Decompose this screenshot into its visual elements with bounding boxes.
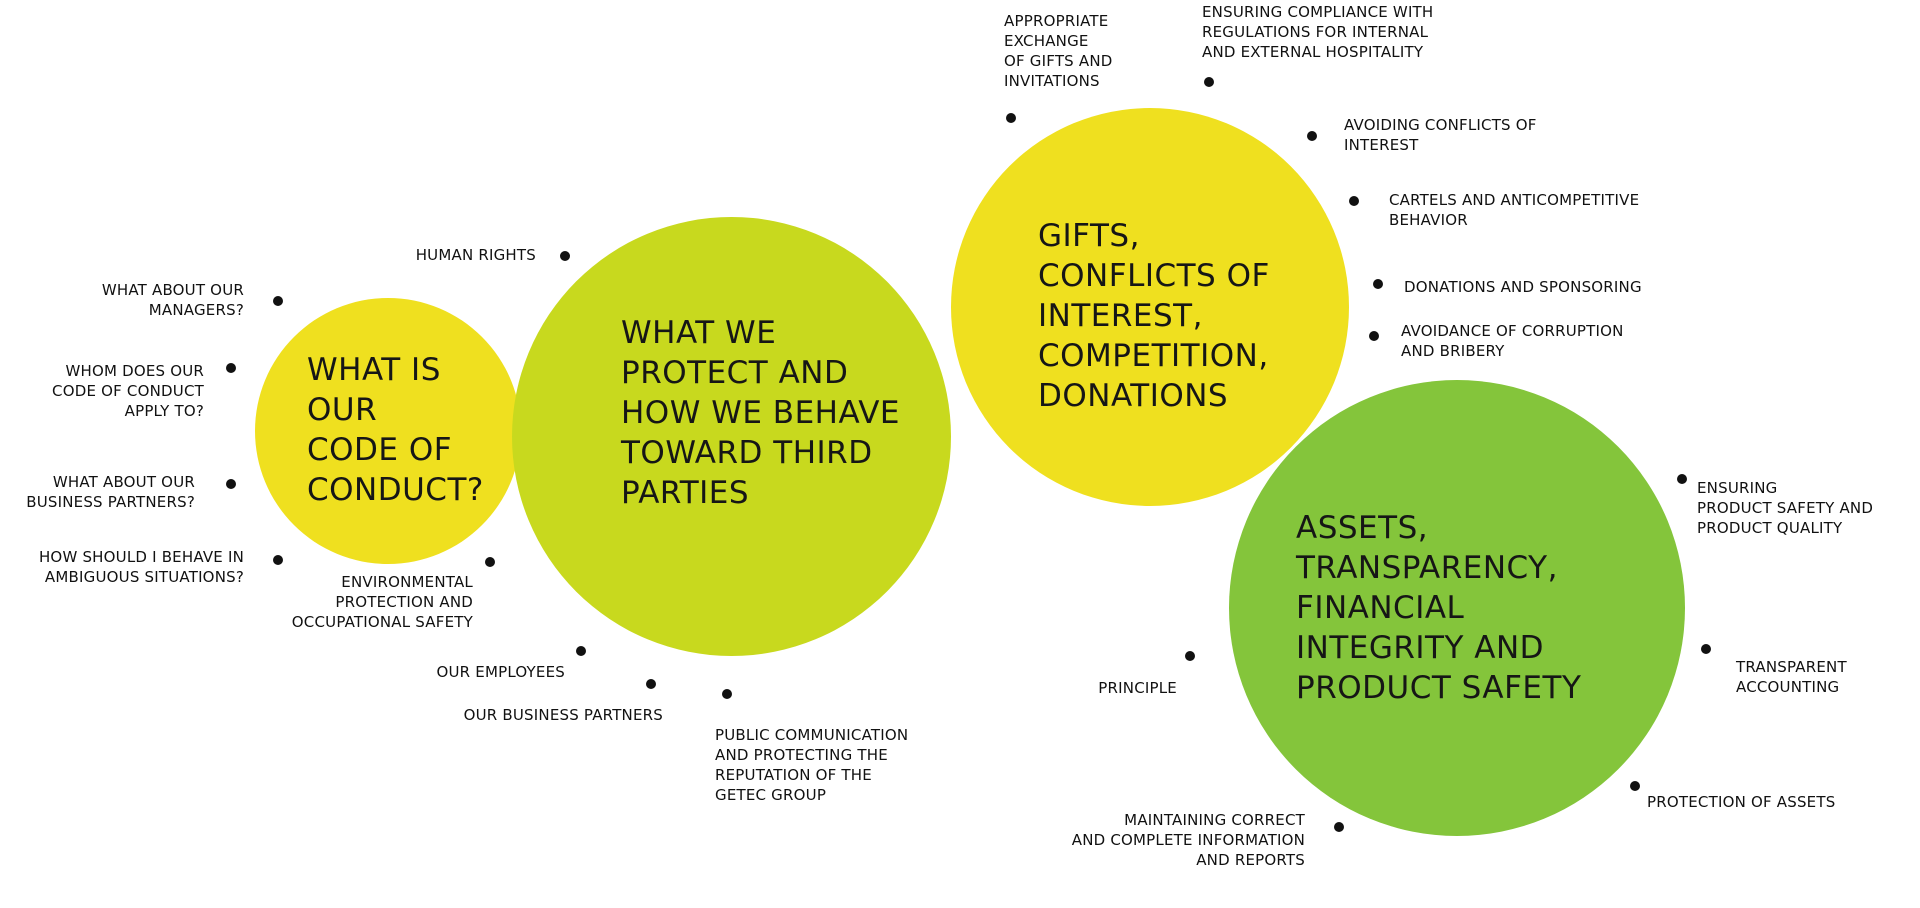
topic-our-business-partners: OUR BUSINESS PARTNERS	[463, 706, 663, 724]
topic-ambiguous-situations: HOW SHOULD I BEHAVE IN AMBIGUOUS SITUATI…	[38, 548, 244, 586]
bullet-dot	[1677, 474, 1687, 484]
topic-human-rights: HUMAN RIGHTS	[415, 246, 536, 264]
bullet-dot	[722, 689, 732, 699]
bullet-dot	[1006, 113, 1016, 123]
bullet-dot	[1630, 781, 1640, 791]
bullet-dot	[226, 363, 236, 373]
circle-protect-and-behave	[512, 217, 951, 656]
topic-business-partners-question: WHAT ABOUT OUR BUSINESS PARTNERS?	[26, 473, 195, 511]
topic-exchange-of-gifts: APPROPRIATE EXCHANGE OF GIFTS AND INVITA…	[1004, 12, 1113, 90]
bullet-dot	[1204, 77, 1214, 87]
bullet-dot	[273, 296, 283, 306]
bullet-dot	[576, 646, 586, 656]
gifts-conflicts-title: GIFTS, CONFLICTS OF INTEREST, COMPETITIO…	[1038, 218, 1270, 414]
code-of-conduct-title: WHAT IS OUR CODE OF CONDUCT?	[307, 352, 484, 508]
circle-code-of-conduct	[255, 298, 521, 564]
bullet-dot	[485, 557, 495, 567]
topic-managers: WHAT ABOUT OUR MANAGERS?	[101, 281, 244, 319]
topic-our-employees: OUR EMPLOYEES	[436, 663, 565, 681]
topic-transparent-accounting: TRANSPARENT ACCOUNTING	[1736, 658, 1847, 696]
topic-environmental-protection: ENVIRONMENTAL PROTECTION AND OCCUPATIONA…	[291, 573, 473, 631]
topic-product-safety: ENSURING PRODUCT SAFETY AND PRODUCT QUAL…	[1697, 479, 1874, 537]
topic-public-communication: PUBLIC COMMUNICATION AND PROTECTING THE …	[715, 726, 909, 804]
bullet-dot	[560, 251, 570, 261]
topic-principle: PRINCIPLE	[1098, 679, 1177, 697]
topic-correct-information-reports: MAINTAINING CORRECT AND COMPLETE INFORMA…	[1071, 811, 1305, 869]
circle-gifts-conflicts	[951, 108, 1349, 506]
protect-and-behave-title: WHAT WE PROTECT AND HOW WE BEHAVE TOWARD…	[621, 315, 900, 511]
topic-protection-of-assets: PROTECTION OF ASSETS	[1647, 793, 1836, 811]
topic-corruption-bribery: AVOIDANCE OF CORRUPTION AND BRIBERY	[1401, 322, 1624, 360]
bullet-dot	[1185, 651, 1195, 661]
topic-hospitality-compliance: ENSURING COMPLIANCE WITH REGULATIONS FOR…	[1202, 3, 1434, 61]
bullet-dot	[1307, 131, 1317, 141]
assets-transparency-title: ASSETS, TRANSPARENCY, FINANCIAL INTEGRIT…	[1296, 510, 1582, 706]
bullet-dot	[1701, 644, 1711, 654]
bullet-dot	[1349, 196, 1359, 206]
topic-donations-sponsoring: DONATIONS AND SPONSORING	[1404, 278, 1642, 296]
topic-cartels: CARTELS AND ANTICOMPETITIVE BEHAVIOR	[1389, 191, 1640, 229]
bullet-dot	[1334, 822, 1344, 832]
circle-assets-transparency	[1229, 380, 1685, 836]
bullet-dot	[1373, 279, 1383, 289]
bullet-dot	[1369, 331, 1379, 341]
bullet-dot	[273, 555, 283, 565]
bullet-dot	[226, 479, 236, 489]
topic-conflicts-of-interest: AVOIDING CONFLICTS OF INTEREST	[1344, 116, 1537, 154]
topic-code-applies-to: WHOM DOES OUR CODE OF CONDUCT APPLY TO?	[52, 362, 204, 420]
bullet-dot	[646, 679, 656, 689]
